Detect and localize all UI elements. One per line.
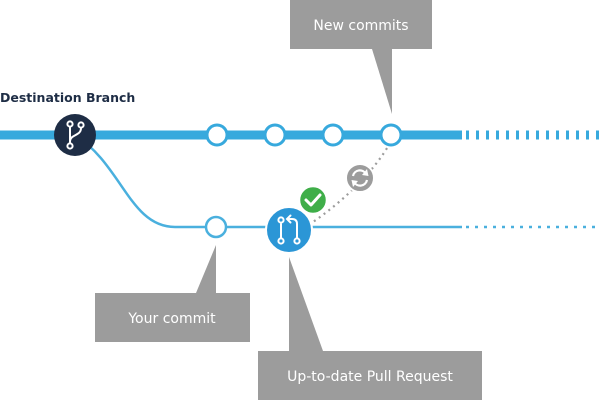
new-commits-callout: New commits [290, 0, 432, 114]
destination-branch-label: Destination Branch [0, 90, 135, 105]
your-commit-label: Your commit [127, 311, 216, 327]
pull-request-callout: Up-to-date Pull Request [258, 257, 482, 400]
commit-node [205, 123, 229, 147]
feature-branch-line [74, 133, 600, 229]
git-branch-icon [66, 120, 85, 150]
commit-node [321, 123, 345, 147]
pull-request-icon [277, 214, 301, 245]
check-icon [304, 193, 322, 207]
commit-node [263, 123, 287, 147]
sync-icon [345, 163, 375, 193]
your-commit-callout: Your commit [95, 245, 250, 342]
your-commit-node [204, 215, 228, 239]
new-commits-label: New commits [313, 18, 408, 34]
pull-request-label: Up-to-date Pull Request [287, 369, 453, 385]
destination-branch-node [54, 114, 96, 156]
pull-request-node [265, 206, 313, 254]
new-commit-node [379, 123, 403, 147]
check-badge [297, 184, 329, 216]
